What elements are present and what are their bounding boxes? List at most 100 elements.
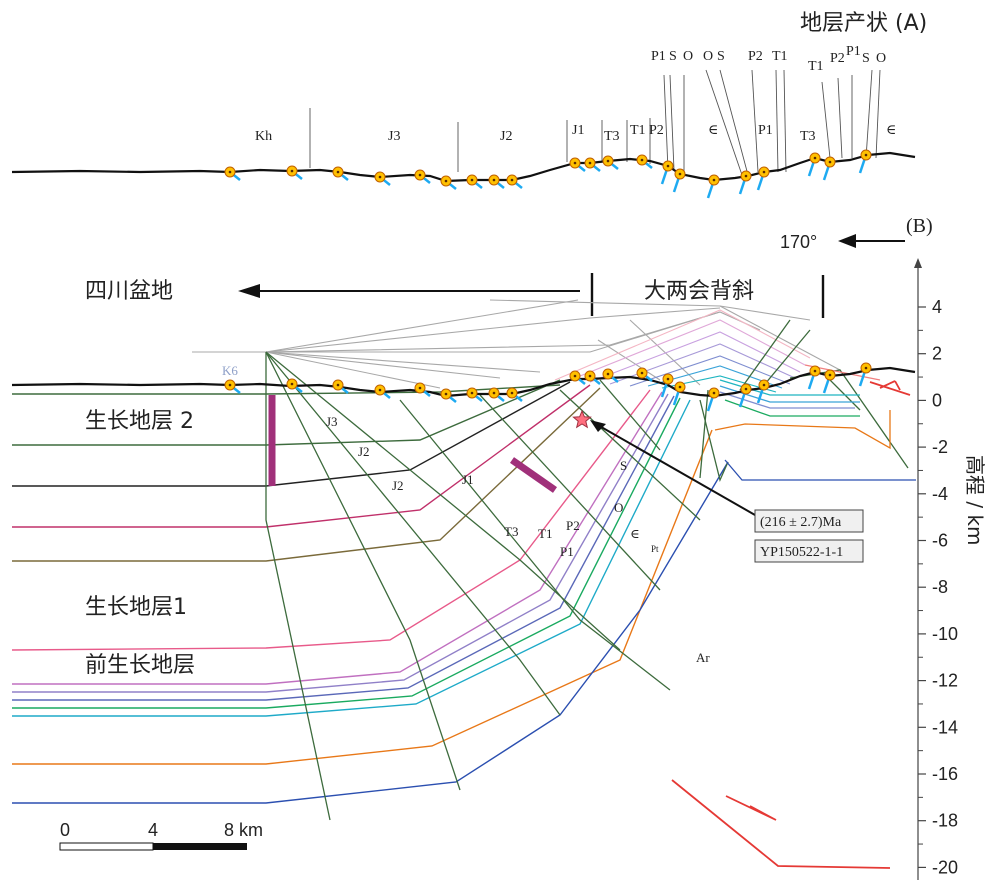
horizon-line — [12, 395, 675, 701]
label-b-j3: J3 — [326, 414, 338, 429]
basin-label: 四川盆地 — [85, 279, 173, 304]
label-a-p2b: P2 — [830, 51, 845, 66]
panel-b-topography — [11, 366, 916, 398]
label-a-j2: J2 — [500, 129, 512, 144]
azimuth-label: 170° — [780, 232, 817, 252]
horizon-line — [12, 397, 681, 709]
sample-marker-dot — [510, 178, 514, 182]
axis-tick-label: 2 — [932, 344, 942, 364]
axis-tick-label: -18 — [932, 811, 958, 831]
sample-marker-dot — [606, 159, 610, 163]
sample-marker-dot — [864, 366, 868, 370]
scale-label-8: 8 km — [224, 820, 263, 840]
sample-marker-dot — [666, 377, 670, 381]
sample-pointer-head — [590, 420, 606, 432]
sample-marker-dot — [588, 374, 592, 378]
label-b-j2b: J2 — [392, 478, 404, 493]
sample-marker-dot — [712, 178, 716, 182]
growth-bar-inclined — [509, 457, 558, 493]
label-a-o1: O — [683, 49, 693, 64]
panel-b-letter: (B) — [906, 215, 933, 237]
label-a-s2: S — [717, 49, 725, 64]
label-a-j1: J1 — [572, 123, 584, 138]
label-a-cambrian: ∈ — [708, 123, 718, 138]
sample-marker-dot — [470, 391, 474, 395]
fault-lower-arrow — [725, 795, 777, 821]
sample-marker-dot — [492, 391, 496, 395]
growth2-label: 生长地层 2 — [85, 409, 194, 434]
label-a-t1: T1 — [772, 49, 788, 64]
label-a-cambrian-b: ∈ — [886, 123, 896, 138]
label-a-t3b: T3 — [800, 129, 816, 144]
label-a-p1: P1 — [651, 49, 666, 64]
sample-marker-dot — [588, 161, 592, 165]
label-b-j2: J2 — [358, 444, 370, 459]
axis-tick-label: -20 — [932, 857, 958, 877]
label-a-t3: T3 — [604, 129, 620, 144]
sample-marker-dot — [606, 372, 610, 376]
sample-marker-dot — [418, 173, 422, 177]
label-a-p2: P2 — [649, 123, 664, 138]
label-a-s1: S — [669, 49, 677, 64]
sample-marker-dot — [378, 175, 382, 179]
axis-tick-label: -12 — [932, 671, 958, 691]
label-a-p1b: P1 — [846, 44, 861, 59]
scale-bar-black — [153, 843, 247, 850]
axis-tick-label: -14 — [932, 717, 958, 737]
sample-marker-dot — [492, 178, 496, 182]
label-a-t1: T1 — [630, 123, 646, 138]
label-b-k6: K6 — [222, 363, 238, 378]
label-b-o: O — [614, 500, 623, 515]
label-a-o3: O — [876, 51, 886, 66]
scale-bar-white — [59, 842, 154, 851]
growth1-label: 生长地层1 — [85, 595, 187, 620]
axial-trace-lines — [192, 299, 841, 389]
scale-bar: 0 4 8 km — [59, 820, 263, 851]
fault-lower — [671, 779, 891, 869]
horizon-line — [11, 389, 651, 651]
sample-marker-dot — [744, 174, 748, 178]
sample-id-box — [754, 539, 864, 563]
fault-upper — [869, 381, 911, 396]
sample-marker-dot — [378, 388, 382, 392]
sample-marker-dot — [290, 382, 294, 386]
section-stratum-labels: K6 J3 J2 J2 J1 T3 T1 P2 P1 S O ∈ Pt Ar — [222, 363, 710, 665]
panel-a-contacts — [309, 69, 881, 176]
label-b-pt: Pt — [651, 544, 659, 554]
sample-marker-dot — [678, 385, 682, 389]
sample-marker-dot — [573, 374, 577, 378]
panel-a-title: 地层产状 (A) — [800, 11, 927, 36]
sample-marker-dot — [678, 172, 682, 176]
label-b-s: S — [620, 458, 627, 473]
sample-marker-dot — [744, 387, 748, 391]
basin-arrow-head — [238, 284, 260, 298]
sample-marker-dot — [573, 161, 577, 165]
axis-tick-label: -8 — [932, 577, 948, 597]
sample-marker-dot — [228, 170, 232, 174]
horizon-line — [12, 429, 713, 765]
label-b-ar: Ar — [696, 650, 710, 665]
sample-marker-dot — [444, 392, 448, 396]
horizon-line — [12, 381, 571, 487]
sample-marker-dot — [470, 178, 474, 182]
label-b-p2: P2 — [566, 518, 580, 533]
elevation-axis: 420-2-4-6-8-10-12-14-16-18-20 高程 / km — [914, 258, 987, 880]
horizon-line — [12, 461, 729, 804]
sample-age-label: (216 ± 2.7)Ma — [760, 515, 842, 530]
sample-marker-dot — [640, 371, 644, 375]
panel-a-topography — [11, 151, 916, 183]
axis-tick-label: 4 — [932, 297, 942, 317]
sample-marker-dot — [864, 153, 868, 157]
panel-b-section: (216 ± 2.7)Ma YP150522-1-1 生长地层 2 生长地层1 … — [11, 299, 916, 869]
axis-tick-label: -2 — [932, 437, 948, 457]
scale-label-4: 4 — [148, 820, 158, 840]
sample-marker-dot — [712, 391, 716, 395]
panel-a-dip-symbols — [229, 154, 868, 199]
sample-marker-dot — [666, 164, 670, 168]
sample-star-icon — [572, 409, 592, 429]
horizon-line — [12, 379, 561, 446]
horizon-line — [12, 384, 591, 528]
axis-tick-label: -4 — [932, 484, 948, 504]
sample-marker-dot — [510, 391, 514, 395]
